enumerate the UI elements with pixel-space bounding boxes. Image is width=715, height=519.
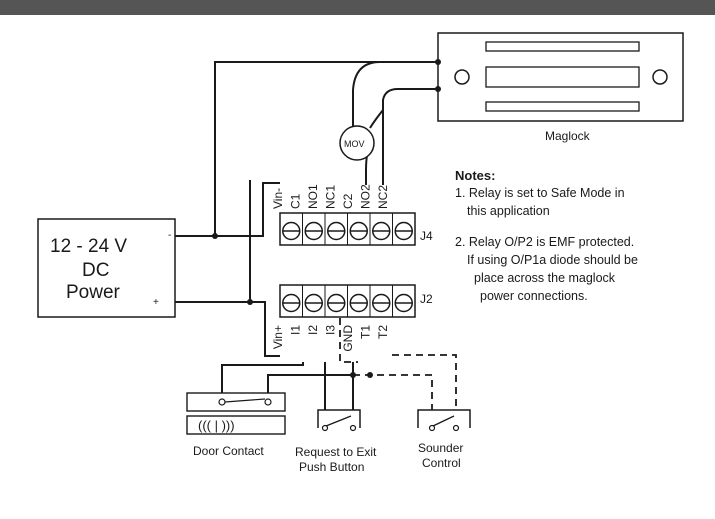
power-dc: DC	[82, 260, 109, 281]
dash-t1-sounder	[392, 354, 457, 410]
rex-button: Request to Exit Push Button	[295, 409, 377, 474]
j2-pin-label: Vin+	[271, 325, 285, 349]
maglock-mount-right	[652, 69, 668, 85]
maglock-slot-middle	[485, 66, 640, 88]
j2-pin-label: T2	[376, 325, 390, 339]
j2-screws	[282, 285, 413, 317]
wire-mov-left	[352, 61, 438, 128]
maglock-slot-top	[485, 41, 640, 52]
wire-pos-to-j2	[250, 301, 280, 357]
dash-gnd-box	[339, 318, 358, 363]
wire-maglock-to-no2	[382, 88, 438, 185]
maglock-label: Maglock	[545, 129, 591, 143]
sounder-control: Sounder Control	[417, 409, 471, 470]
door-contact-magnet	[186, 415, 286, 435]
j2-pin-label: T1	[359, 325, 373, 339]
rex-label-line1: Request to Exit	[295, 445, 377, 459]
j2-label: J2	[420, 292, 433, 306]
junction-maglock-top	[435, 59, 441, 65]
j2-pin-label: I3	[324, 325, 338, 335]
sounder-contact	[432, 415, 455, 427]
wire-neg-to-j4	[215, 182, 280, 237]
dash-gnd-sounder	[353, 374, 433, 410]
rex-label-line2: Push Button	[299, 460, 364, 474]
notes-title: Notes:	[455, 168, 495, 183]
door-contact-pin-b	[264, 398, 272, 406]
door-contact-switch	[186, 392, 286, 412]
sounder-label-line2: Control	[422, 456, 461, 470]
j4-pin-label: NO2	[359, 184, 373, 209]
maglock-mount-left	[454, 69, 470, 85]
sounder-wires	[339, 318, 457, 410]
rex-pin-a	[321, 424, 329, 432]
power-negative-mark: -	[168, 230, 171, 241]
note-line-5: place across the maglock	[474, 271, 616, 285]
door-contact: ((( | ))) Door Contact	[186, 392, 286, 458]
header-bar	[0, 0, 715, 15]
door-contact-symbol: ((( | )))	[198, 418, 235, 433]
power-supply: 12 - 24 V DC Power - +	[37, 218, 176, 318]
note-line-6: power connections.	[480, 289, 588, 303]
mov-circle	[339, 125, 375, 161]
sounder-frame	[417, 409, 471, 428]
j4-pin-label: Vin-	[271, 188, 285, 209]
j4-pin-label: NO1	[306, 184, 320, 209]
sounder-label-line1: Sounder	[418, 441, 463, 455]
j4-pin-label: C2	[341, 193, 355, 209]
notes: Notes: 1. Relay is set to Safe Mode in t…	[455, 168, 638, 303]
maglock-slot-bottom	[485, 101, 640, 112]
power-label: Power	[66, 282, 121, 303]
junction-pos	[247, 299, 253, 305]
j2-pin-label: I1	[289, 325, 303, 335]
mov: MOV	[339, 125, 375, 161]
junction-neg	[212, 233, 218, 239]
note-line-1: 1. Relay is set to Safe Mode in	[455, 186, 625, 200]
door-contact-reed	[224, 398, 266, 403]
power-positive-mark: +	[153, 297, 159, 308]
rex-pin-b	[349, 424, 357, 432]
wire-i1-door	[221, 362, 304, 395]
mov-label: MOV	[344, 139, 365, 149]
j4-pin-label: NC1	[324, 185, 338, 209]
wire-gnd-door	[267, 374, 353, 395]
wire-mov-right	[369, 109, 384, 129]
j2-pin-label: GND	[341, 325, 355, 352]
note-line-3: 2. Relay O/P2 is EMF protected.	[455, 235, 634, 249]
sounder-pin-b	[452, 424, 460, 432]
sounder-pin-a	[428, 424, 436, 432]
junctions	[212, 59, 441, 378]
note-line-4: If using O/P1a diode should be	[467, 253, 638, 267]
power-box	[37, 218, 176, 318]
door-contact-pin-a	[218, 398, 226, 406]
door-contact-label: Door Contact	[193, 444, 264, 458]
wire-pos-up	[175, 180, 251, 303]
maglock: Maglock	[437, 32, 684, 143]
j4-pin-label: NC2	[376, 185, 390, 209]
junction-maglock-bottom	[435, 86, 441, 92]
j4-label: J4	[420, 229, 433, 243]
j4-screws	[282, 213, 413, 245]
rex-frame	[317, 409, 361, 428]
j2-pin-label: I2	[306, 325, 320, 335]
note-line-2: this application	[467, 204, 550, 218]
power-voltage: 12 - 24 V	[50, 236, 127, 257]
rex-contact	[325, 415, 352, 427]
wire-neg-to-maglock	[175, 61, 438, 237]
j4-pin-label: C1	[289, 193, 303, 209]
